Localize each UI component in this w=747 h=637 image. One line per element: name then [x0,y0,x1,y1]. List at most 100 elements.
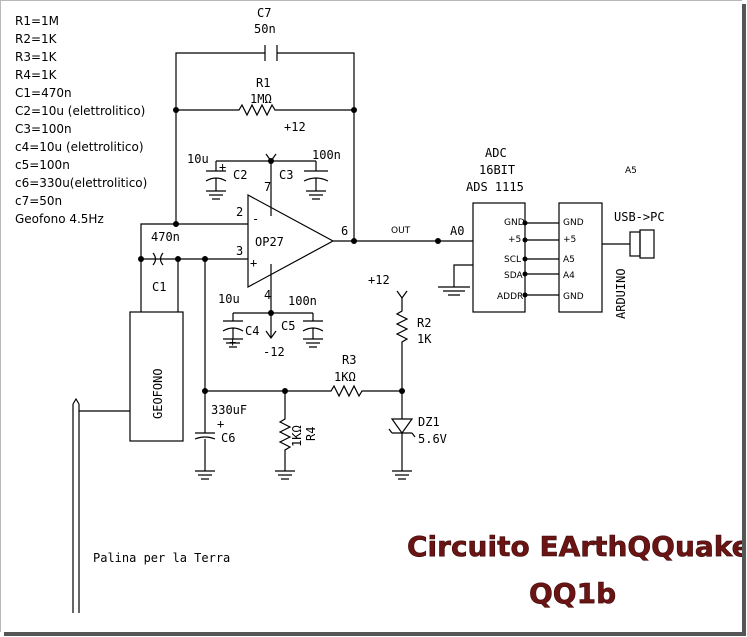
opamp-pin6: 6 [341,224,348,238]
c3-name: C3 [279,168,293,182]
ground-icon [275,470,295,480]
zener-reference: +12 R2 1K DZ1 5.6V [368,273,447,480]
input-section: 470n C1 GEOFONO Palina per la Terra [72,230,230,613]
ground-icon [223,338,243,348]
dz1-symbol [388,418,416,471]
adc-module: ADC 16BIT ADS 1115 GND +5 SCL SDA ADDR [438,146,559,313]
c4-symbol [222,313,244,339]
supply-pos-label: +12 [284,120,306,134]
opamp-pin3: 3 [236,244,243,258]
r1-name: R1 [256,76,270,90]
r4-symbol [278,391,292,471]
adc-pin: +5 [508,235,521,245]
adc-line2: 16BIT [479,163,515,177]
ground-icon [438,286,470,296]
adc-arduino-wires [525,222,559,296]
title-block: Circuito EArthQQuake QQ1b [407,530,742,611]
ground-icon [306,190,326,200]
c5-value: 100n [288,294,317,308]
out-label: OUT [391,226,411,236]
arduino-pin: A4 [563,271,575,281]
opamp-op27: OP27 - + 2 3 7 4 6 [140,180,348,302]
palina-label: Palina per la Terra [93,551,230,565]
geofono-box [129,311,184,442]
positive-supply: +12 10u + C2 C3 100n [187,120,341,216]
c7-value: 50n [254,22,276,36]
usb-label: USB->PC [614,210,665,224]
adc-pin: SDA [504,271,523,281]
c1-symbol [152,252,164,266]
r2-symbol [395,298,409,419]
opamp-pin4: 4 [264,288,271,302]
adc-line1: ADC [485,146,507,160]
junction-dot [202,388,208,394]
component-list-item: C1=470n [15,86,72,100]
c3-value: 100n [312,148,341,162]
component-list-item: C2=10u (elettrolitico) [15,104,145,118]
dz1-value: 5.6V [418,432,447,446]
c2-symbol [205,161,227,191]
junction-dot [522,271,528,277]
junction-dot [522,292,528,298]
opamp-minus: - [252,212,259,226]
r3-value: 1KΩ [334,370,356,384]
ground-icon [206,190,226,200]
c6-value: 330uF [211,403,247,417]
title-line1: Circuito EArthQQuake [407,530,742,563]
dz1-name: DZ1 [418,415,440,429]
usb-plug [639,229,655,259]
c2-plus: + [219,160,226,174]
component-list-item: C3=100n [15,122,72,136]
junction-dot [268,158,274,164]
r1-value: 1MΩ [250,92,272,106]
c4-name: C4 [245,324,259,338]
adc-pin: ADDR [497,292,523,302]
bias-network: 330uF + C6 R3 1KΩ 1KΩ R4 [194,259,405,480]
component-list-item: R3=1K [15,50,58,64]
c7-name: C7 [257,6,271,20]
component-list: R1=1M R2=1K R3=1K R4=1K C1=470n C2=10u (… [15,14,147,226]
a5-label: A5 [625,166,637,176]
opamp-plus: + [250,256,257,270]
junction-dot [435,238,441,244]
ground-icon [303,338,323,348]
c6-symbol [194,432,216,471]
adc-line3: ADS 1115 [466,180,524,194]
supply-arrow [265,330,277,340]
a0-label: A0 [450,224,464,238]
c1-name: C1 [152,280,166,294]
opamp-name: OP27 [255,235,284,249]
usb-connector [629,231,641,257]
c1-top-wire [140,223,176,259]
junction-dot [268,310,274,316]
arduino-box [558,202,603,313]
r2-supply: +12 [368,273,390,287]
c6-plus: + [217,417,224,431]
component-list-item: Geofono 4.5Hz [15,212,104,226]
geofono-label: GEOFONO [151,368,165,419]
c4-value: 10u [218,292,240,306]
junction-dot [351,107,357,113]
component-list-item: R1=1M [15,14,59,28]
arduino-pin: GND [563,292,584,302]
r2-value: 1K [417,332,432,346]
c2-name: C2 [233,168,247,182]
arduino-pin: A5 [563,255,575,265]
feedback-network: C7 50n R1 1MΩ [173,6,357,241]
adc-pin: GND [504,218,525,228]
component-list-item: c4=10u (elettrolitico) [15,140,144,154]
junction-dot [522,220,528,226]
r4-name: R4 [304,427,318,441]
ground-icon [195,470,215,480]
ground-rod [72,397,80,613]
negative-supply: -12 10u + C4 C5 100n [218,264,324,359]
supply-neg-label: -12 [263,345,285,359]
component-list-item: c5=100n [15,158,70,172]
r3-name: R3 [342,353,356,367]
c2-value: 10u [187,152,209,166]
r2-name: R2 [417,316,431,330]
title-line2: QQ1b [529,577,616,610]
supply-arrow [396,290,408,300]
